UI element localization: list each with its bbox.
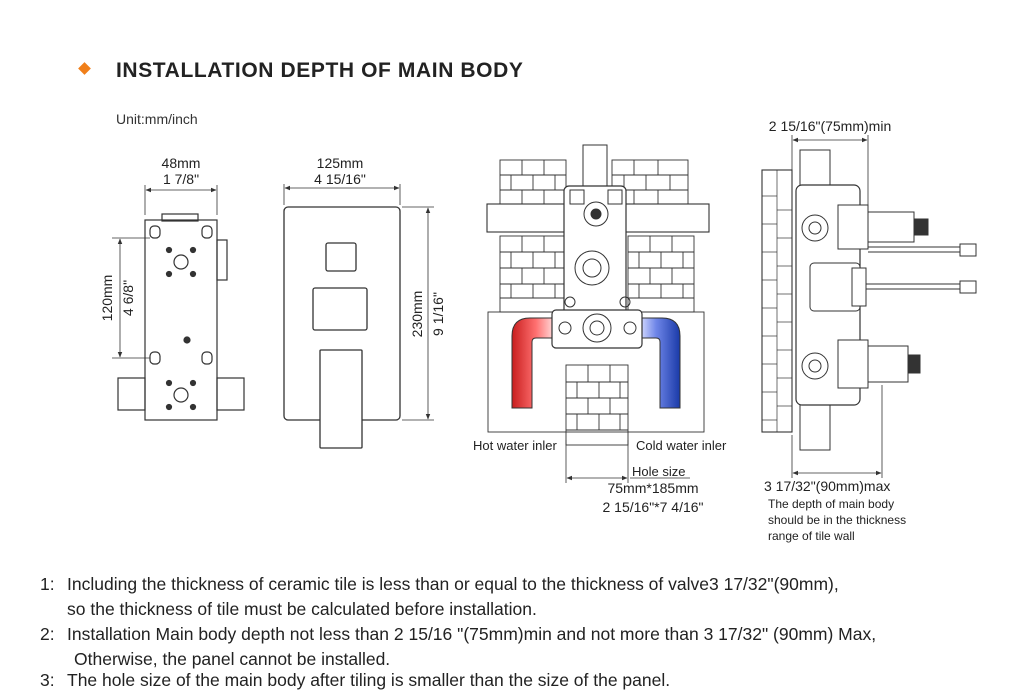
note-number: 3: [40, 670, 55, 690]
note-1: 1: Including the thickness of ceramic til… [40, 574, 839, 595]
hot-water-label: Hot water inler [473, 438, 557, 453]
note-text: The hole size of the main body after til… [67, 670, 671, 690]
cold-water-label: Cold water inler [636, 438, 727, 453]
panel-height-in: 9 1/16" [430, 292, 446, 336]
wall-installation-view [486, 144, 710, 483]
note-2-continued: Otherwise, the panel cannot be installed… [74, 649, 391, 669]
cover-panel-view [283, 184, 434, 449]
note-2: 2: Installation Main body depth not less … [40, 624, 876, 645]
panel-height-mm: 230mm [409, 291, 425, 338]
depth-desc-line-1: The depth of main body [768, 497, 894, 511]
depth-side-view [761, 135, 977, 478]
hole-size-mm: 75mm*185mm [607, 480, 698, 496]
note-1-continued: so the thickness of tile must be calcula… [67, 599, 537, 619]
side-width-mm: 48mm [162, 155, 201, 171]
unit-label: Unit:mm/inch [116, 111, 198, 127]
note-text: Installation Main body depth not less th… [67, 624, 877, 644]
depth-desc-line-2: should be in the thickness [768, 513, 906, 527]
panel-width-in: 4 15/16" [314, 171, 366, 187]
depth-desc-line-3: range of tile wall [768, 529, 855, 543]
hole-size-label: Hole size [632, 464, 685, 479]
hole-size-in: 2 15/16"*7 4/16" [602, 499, 703, 515]
note-text: Including the thickness of ceramic tile … [67, 574, 839, 594]
side-height-in: 4 6/8" [120, 280, 136, 316]
side-height-mm: 120mm [99, 275, 115, 322]
valve-body-front-view [112, 185, 245, 421]
page-title: INSTALLATION DEPTH OF MAIN BODY [116, 59, 524, 82]
note-number: 2: [40, 624, 55, 644]
depth-max-label: 3 17/32"(90mm)max [764, 478, 890, 494]
note-number: 1: [40, 574, 55, 594]
note-3: 3: The hole size of the main body after t… [40, 670, 670, 691]
side-width-in: 1 7/8" [163, 171, 199, 187]
panel-width-mm: 125mm [317, 155, 364, 171]
depth-min-label: 2 15/16"(75mm)min [769, 118, 891, 134]
